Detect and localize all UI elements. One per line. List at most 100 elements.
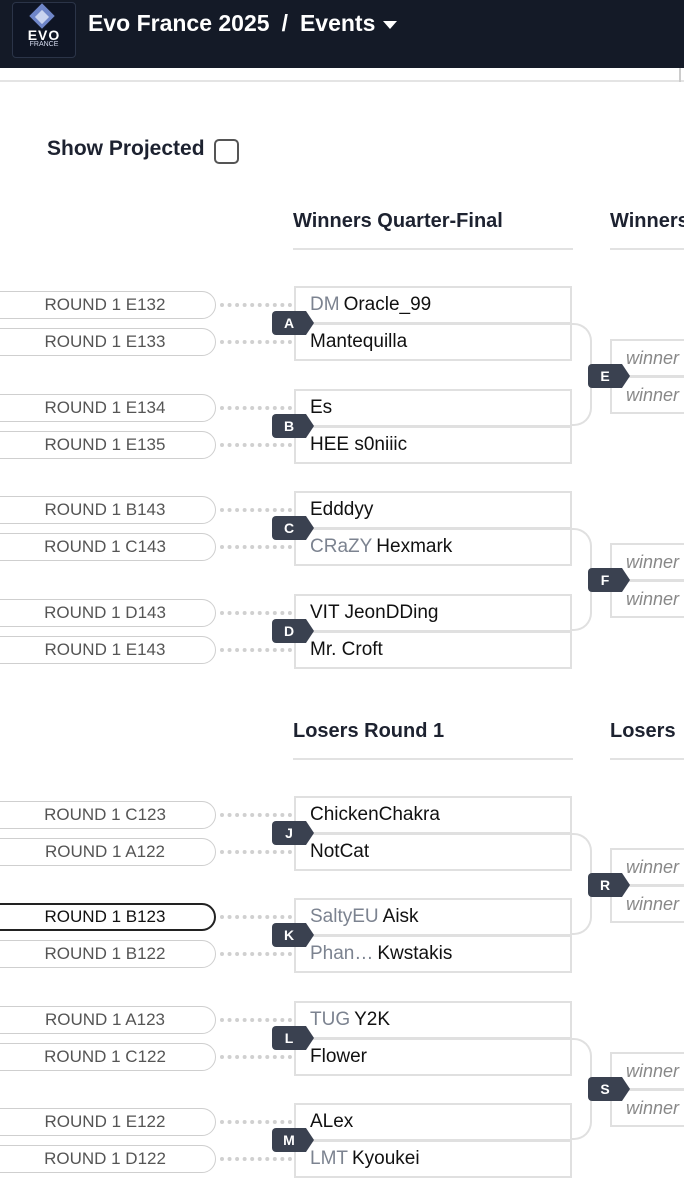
round-underline [293,248,573,250]
set-tag: R [588,873,630,897]
connector-dots [220,813,292,817]
player-name: Kyoukei [352,1148,420,1169]
set-tag: M [272,1128,314,1152]
logo-text: EVO [27,27,61,43]
top-bar: EVO FRANCE Evo France 2025 / Events [0,0,684,68]
breadcrumb-event[interactable]: Evo France 2025 [88,10,270,36]
set-tag: F [588,568,630,592]
player-slot[interactable]: HEE s0niiic [294,426,572,464]
round-title: Losers Round 1 [293,720,445,742]
next-round-title: Losers [610,720,676,742]
next-round-underline [610,248,684,250]
feeder-pill[interactable]: ROUND 1 B123 [0,903,216,931]
team-prefix: Phan… [310,943,374,964]
player-name: Hexmark [376,536,453,557]
player-slot[interactable]: Mr. Croft [294,631,572,669]
player-name: HEE s0niiic [310,434,408,455]
player-name: Flower [310,1046,368,1067]
player-name: Kwstakis [377,943,453,964]
divider [0,80,684,82]
show-projected-label: Show Projected [47,137,205,160]
player-name: ALex [310,1111,354,1132]
feeder-pill[interactable]: ROUND 1 C122 [0,1043,216,1071]
team-prefix: DM [310,294,340,315]
player-slot[interactable]: NotCat [294,833,572,871]
feeder-pill[interactable]: ROUND 1 E134 [0,394,216,422]
set-tag: E [588,364,630,388]
feeder-pill[interactable]: ROUND 1 D122 [0,1145,216,1173]
connector-dots [220,1157,292,1161]
connector-dots [220,1055,292,1059]
feeder-pill[interactable]: ROUND 1 E132 [0,291,216,319]
chevron-down-icon[interactable] [383,20,398,29]
set-tag: D [272,619,314,643]
set-tag: L [272,1026,314,1050]
player-slot[interactable]: Phan…Kwstakis [294,935,572,973]
player-name: Oracle_99 [343,294,432,315]
connector-dots [220,611,292,615]
feeder-pill[interactable]: ROUND 1 C143 [0,533,216,561]
player-name: Y2K [354,1009,391,1030]
connector-dots [220,406,292,410]
team-prefix: CRaZY [310,536,373,557]
connector-dots [220,303,292,307]
connector-dots [220,648,292,652]
connector-dots [220,915,292,919]
set-tag: C [272,516,314,540]
player-name: NotCat [310,841,370,862]
feeder-pill[interactable]: ROUND 1 A122 [0,838,216,866]
set-tag: B [272,414,314,438]
set-tag: S [588,1077,630,1101]
logo-subtext: FRANCE [29,41,59,48]
connector-dots [220,952,292,956]
connector-dots [220,850,292,854]
player-name: Mantequilla [310,331,408,352]
breadcrumb-separator: / [281,10,288,36]
set-tag: K [272,923,314,947]
player-name: ChickenChakra [310,804,440,825]
player-slot[interactable]: VIT JeonDDing [294,594,572,632]
player-slot[interactable]: Mantequilla [294,323,572,361]
player-slot[interactable]: Edddyy [294,491,572,529]
player-name: Aisk [382,906,419,927]
feeder-pill[interactable]: ROUND 1 D143 [0,599,216,627]
breadcrumb-events-dropdown[interactable]: Events [299,10,376,36]
connector-dots [220,508,292,512]
connector-dots [220,443,292,447]
scrollbar[interactable] [679,68,681,82]
next-round-underline [610,758,684,760]
feeder-pill[interactable]: ROUND 1 B122 [0,940,216,968]
feeder-pill[interactable]: ROUND 1 E135 [0,431,216,459]
round-title: Winners Quarter-Final [293,210,503,232]
player-slot[interactable]: ChickenChakra [294,796,572,834]
feeder-pill[interactable]: ROUND 1 C123 [0,801,216,829]
feeder-pill[interactable]: ROUND 1 E133 [0,328,216,356]
player-slot[interactable]: Flower [294,1038,572,1076]
player-name: Mr. Croft [310,639,383,660]
player-name: Edddyy [310,499,374,520]
show-projected-checkbox[interactable] [214,139,239,164]
player-name: VIT JeonDDing [310,602,439,623]
feeder-pill[interactable]: ROUND 1 A123 [0,1006,216,1034]
winner-slot[interactable]: winner [610,376,684,414]
feeder-pill[interactable]: ROUND 1 B143 [0,496,216,524]
feeder-pill[interactable]: ROUND 1 E122 [0,1108,216,1136]
evo-logo[interactable]: EVO FRANCE [12,2,76,58]
breadcrumb: Evo France 2025 / Events [88,10,398,37]
team-prefix: LMT [310,1148,348,1169]
next-round-title: Winners [610,210,684,232]
player-slot[interactable]: Es [294,389,572,427]
connector-dots [220,545,292,549]
feeder-pill[interactable]: ROUND 1 E143 [0,636,216,664]
player-name: Es [310,397,333,418]
player-slot[interactable]: ALex [294,1103,572,1141]
connector-dots [220,1018,292,1022]
set-tag: A [272,311,314,335]
round-underline [293,758,573,760]
team-prefix: SaltyEU [310,906,379,927]
